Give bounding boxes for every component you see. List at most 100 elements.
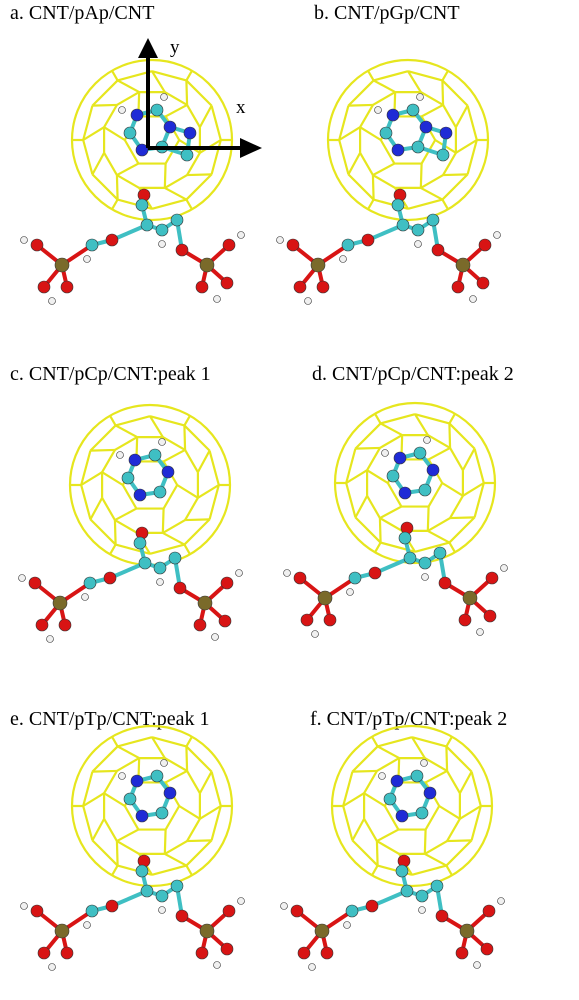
cage-bond <box>342 771 354 807</box>
cage-bond <box>151 736 166 759</box>
atom-C <box>415 889 429 903</box>
atom-H <box>20 902 28 910</box>
atom-H <box>469 295 477 303</box>
cage-bond <box>330 724 494 888</box>
atom-P <box>199 257 215 273</box>
x-axis-label: x <box>236 97 246 118</box>
cage-bond <box>111 199 119 210</box>
cnt-cage <box>333 401 497 565</box>
cage-bond <box>186 818 201 842</box>
cage-bond <box>359 152 374 176</box>
cage-bond <box>210 139 222 175</box>
cnt-cage <box>70 58 234 222</box>
atom-C <box>418 556 432 570</box>
panel-d: d. CNT/pCp/CNT:peak 2 <box>283 333 579 666</box>
atom-O <box>480 942 494 956</box>
atom-N <box>390 774 404 788</box>
cage-bond <box>114 507 137 522</box>
atom-O <box>286 238 300 252</box>
atom-H <box>374 106 382 114</box>
cage-bond <box>441 173 469 201</box>
cage-bond <box>411 736 447 748</box>
cage-bond <box>183 425 187 450</box>
panel-f: f. CNT/pTp/CNT:peak 2 <box>280 666 579 999</box>
cage-bond <box>441 70 449 81</box>
cage-bond <box>442 152 457 176</box>
atom-C <box>150 769 164 783</box>
cage-bond <box>473 448 485 484</box>
cage-bond <box>423 829 427 854</box>
atom-P <box>54 923 70 939</box>
molecule-pAp: yx <box>20 37 262 305</box>
atom-O <box>218 614 232 628</box>
cage-bond <box>448 423 452 448</box>
cage-bond <box>345 469 368 484</box>
bond <box>373 556 412 575</box>
cage-bond <box>372 91 396 106</box>
cage-bond <box>184 449 199 473</box>
cage-bond <box>363 792 386 807</box>
cage-bond <box>92 769 117 773</box>
molecule-pGp <box>276 58 501 305</box>
cage-bond <box>117 745 140 760</box>
cage-bond <box>176 484 199 499</box>
cage-bond <box>454 105 469 128</box>
cage-bond <box>380 413 416 425</box>
molecule-pTp-peak1 <box>20 724 245 971</box>
cage-bond <box>441 80 445 105</box>
cage-bond <box>123 139 140 165</box>
atom-C <box>85 238 99 252</box>
cage-bond <box>89 424 117 452</box>
atom-C <box>153 485 167 499</box>
atom-H <box>20 236 28 244</box>
atom-C <box>170 213 184 227</box>
cage-bond <box>448 516 476 544</box>
cage-bond <box>82 139 94 175</box>
atom-N <box>130 108 144 122</box>
cage-bond <box>441 199 449 210</box>
cage-bond <box>366 447 381 471</box>
cage-bond <box>183 424 211 452</box>
cage-bond <box>111 865 119 876</box>
cage-bond <box>163 448 186 463</box>
cage-bond <box>117 736 153 748</box>
cage-bond <box>338 139 350 175</box>
atom-H <box>308 963 316 971</box>
atom-P <box>310 257 326 273</box>
atom-H <box>420 759 428 767</box>
atom-C <box>135 198 149 212</box>
cage-bond <box>345 482 357 518</box>
cage-bond <box>164 840 188 855</box>
cage-bond <box>151 198 187 210</box>
cage-bond <box>366 495 381 519</box>
atom-H <box>283 569 291 577</box>
atom-N <box>393 451 407 465</box>
atom-H <box>237 897 245 905</box>
cage-bond <box>371 175 375 200</box>
cage-bond <box>70 58 234 222</box>
cage-bond <box>103 126 126 141</box>
cage-bond <box>445 746 449 771</box>
cage-bond <box>115 175 119 200</box>
cage-bond <box>196 450 211 473</box>
atom-O <box>30 238 44 252</box>
atom-H <box>280 902 288 910</box>
atom-O <box>220 576 234 590</box>
cage-bond <box>82 792 105 807</box>
cage-bond <box>103 792 126 807</box>
cage-bond <box>427 529 450 544</box>
panel-c-label: c. CNT/pCp/CNT:peak 1 <box>10 363 211 385</box>
atom-P <box>462 590 478 606</box>
atom-O <box>455 946 469 960</box>
molecule-pCp-peak1 <box>18 403 243 643</box>
cage-bond <box>89 518 117 546</box>
atom-O <box>482 904 496 918</box>
atom-C <box>415 806 429 820</box>
atom-C <box>180 148 194 162</box>
cage-bond <box>354 516 382 544</box>
cage-bond <box>164 805 181 831</box>
atom-C <box>123 126 137 140</box>
panel-e: e. CNT/pTp/CNT:peak 1 <box>0 666 290 999</box>
atom-C <box>395 864 409 878</box>
atom-H <box>18 574 26 582</box>
